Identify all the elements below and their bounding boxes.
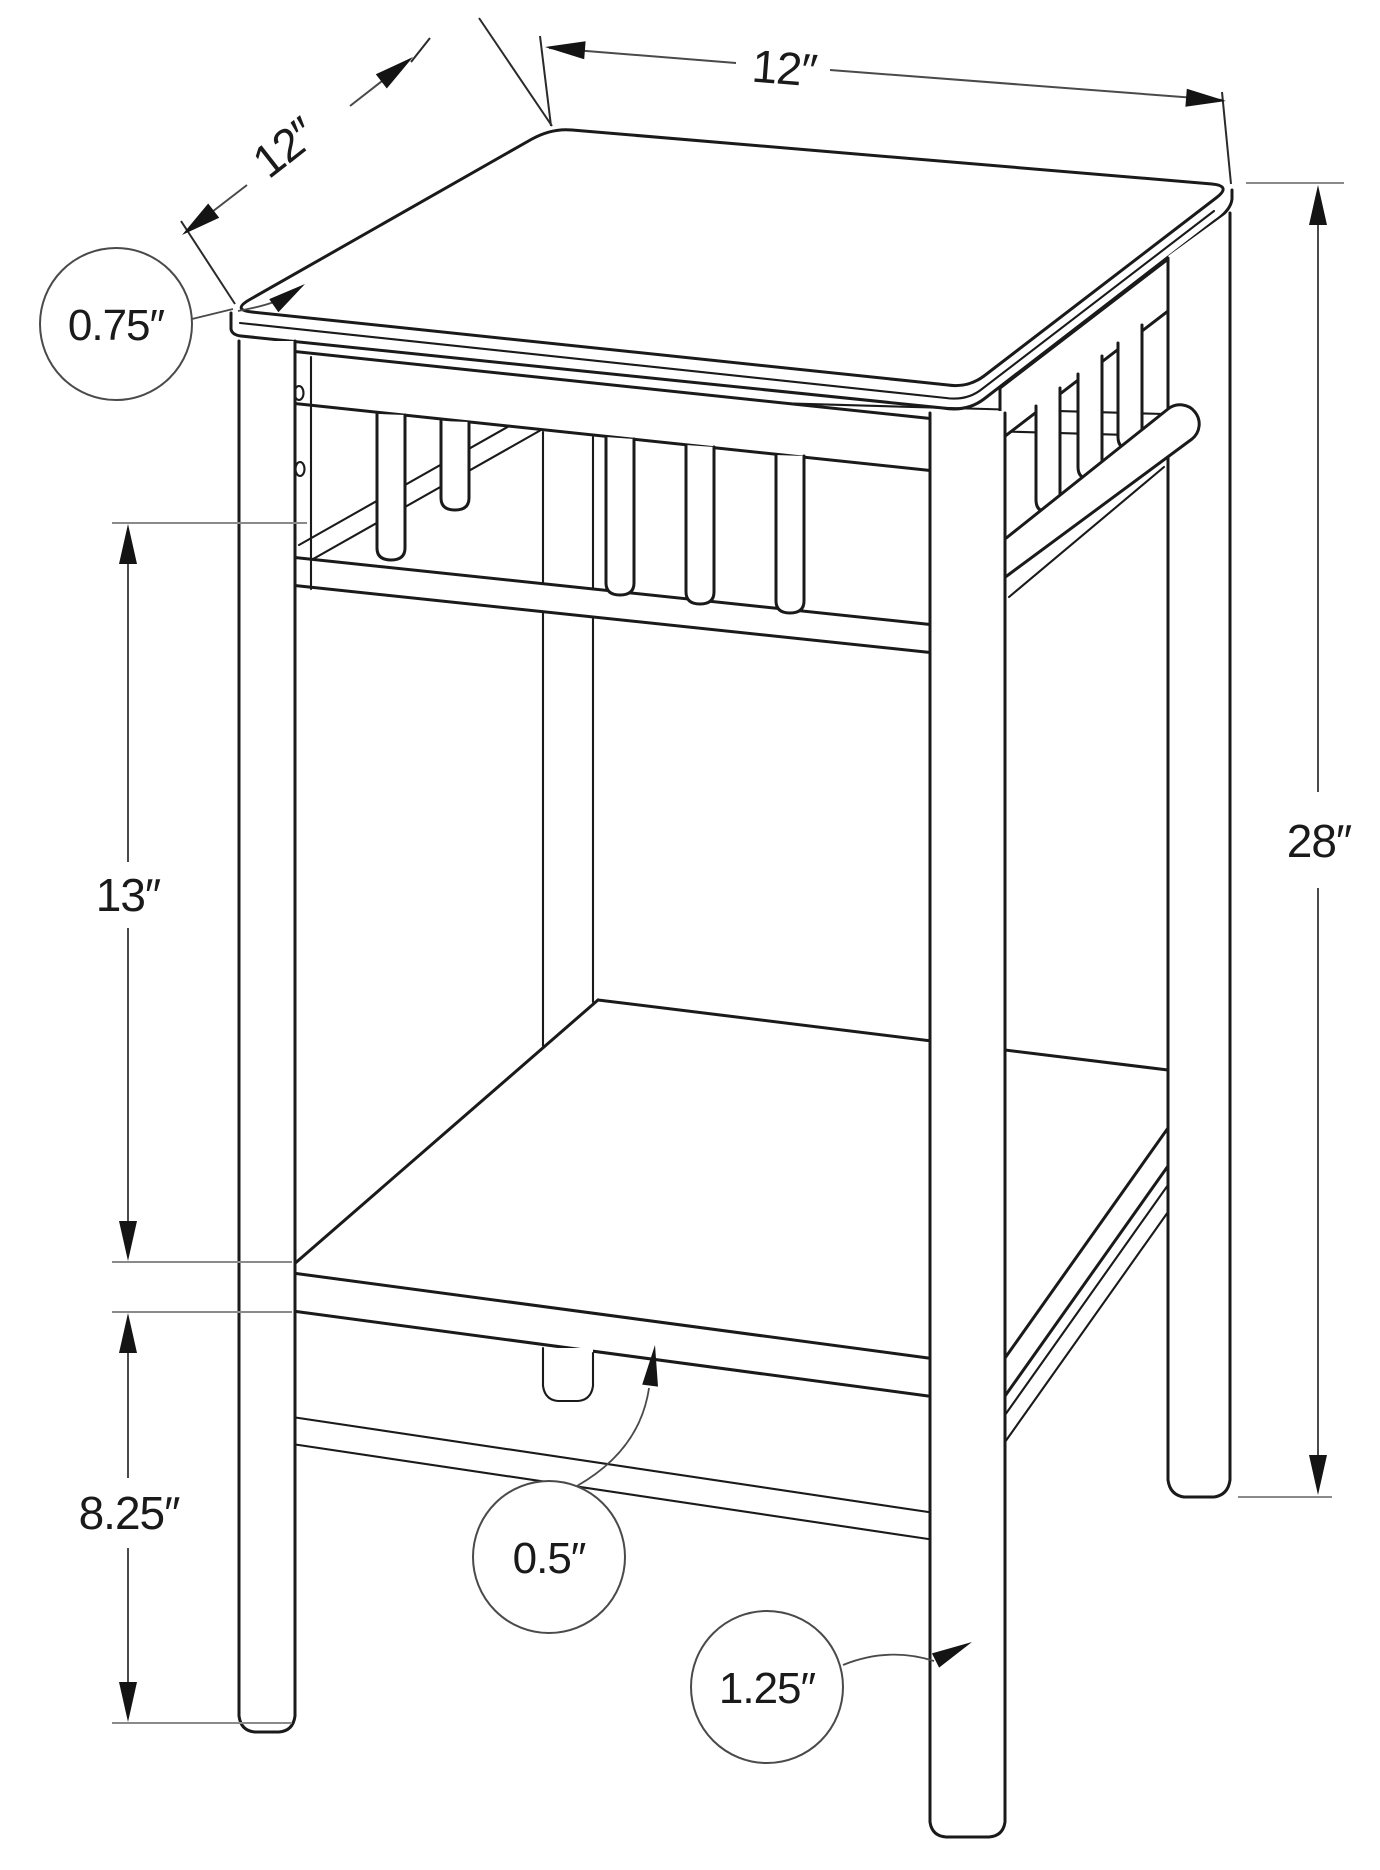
callout-shelf-thickness: 0.5″ <box>472 1345 658 1634</box>
callout-leg-diameter: 1.25″ <box>690 1610 972 1764</box>
apron-spindle <box>1076 354 1104 481</box>
right-leg <box>1166 211 1232 1499</box>
shelf-thickness-edge <box>1003 1164 1170 1398</box>
overall-height-label: 28″ <box>1287 815 1352 867</box>
shelf-thickness-label: 0.5″ <box>513 1534 586 1583</box>
front-left-apron <box>288 349 937 655</box>
callout-top-thickness: 0.75″ <box>39 247 305 401</box>
top-width-label: 12″ <box>750 40 819 97</box>
dimension-overall-height: 28″ <box>1238 182 1353 1498</box>
apron-spindle <box>774 453 806 615</box>
apron-spindle <box>684 443 716 606</box>
top-depth-label: 12″ <box>243 107 326 188</box>
shelf-thickness-edge <box>283 1308 930 1398</box>
rear-leg <box>541 430 595 1048</box>
shelf-height-label: 8.25″ <box>79 1487 181 1539</box>
shelf-support-rails <box>290 1183 1170 1542</box>
table-top-bullnose-crease <box>238 209 1216 400</box>
lower-shelf <box>282 998 1170 1542</box>
rear-leg-foot <box>541 1346 595 1403</box>
left-leg <box>237 339 297 1734</box>
apron-spindle <box>1116 323 1144 451</box>
shelf-clearance-label: 13″ <box>96 869 161 921</box>
front-leg <box>928 411 1007 1839</box>
apron-spindle <box>604 435 636 597</box>
screw-hole <box>294 460 306 478</box>
leg-diameter-label: 1.25″ <box>719 1664 816 1713</box>
top-thickness-label: 0.75″ <box>68 301 165 350</box>
dimension-shelf-clearance: 13″ <box>96 522 307 1263</box>
table-top <box>229 128 1234 411</box>
apron-peg <box>375 412 407 562</box>
dimension-top-width: 12″ <box>539 35 1232 185</box>
front-right-bottom-rail <box>998 403 1201 583</box>
table-top-bottom-edge <box>229 188 1234 411</box>
apron-spindle <box>1034 386 1062 514</box>
dimension-shelf-height: 8.25″ <box>79 1311 292 1724</box>
apron-peg <box>439 419 471 512</box>
